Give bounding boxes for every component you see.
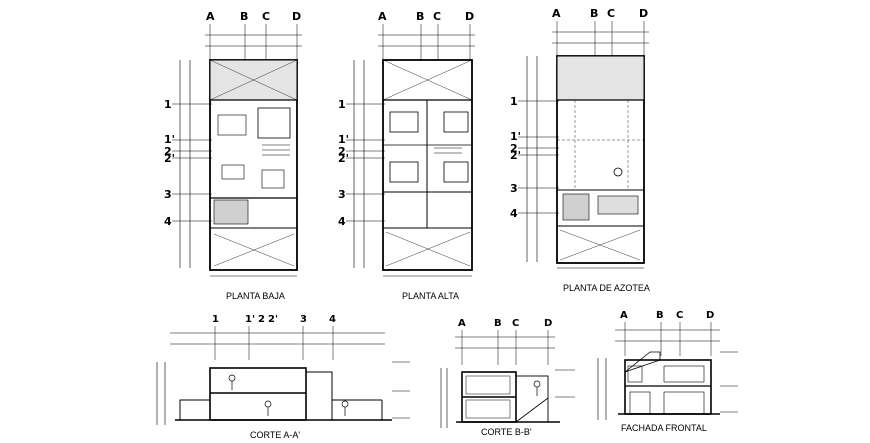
grid-label-b: B xyxy=(656,310,664,321)
grid-label-a: A xyxy=(206,10,215,23)
grid-label-d: D xyxy=(639,7,648,20)
grid-label-3: 3 xyxy=(510,182,518,195)
grid-label-b: B xyxy=(416,10,424,23)
grid-label-1p: 1' xyxy=(164,133,175,146)
caption-planta-azotea: PLANTA DE AZOTEA xyxy=(563,283,650,293)
fachada-frontal: A B C D xyxy=(597,310,738,420)
grid-label-3: 3 xyxy=(164,188,172,201)
caption-corte-aa: CORTE A-A' xyxy=(250,430,300,440)
planta-alta: A B C D 1 1' 2 2' 3 4 xyxy=(338,10,475,277)
grid-label-1: 1 xyxy=(212,314,219,325)
grid-label-c: C xyxy=(607,7,615,20)
grid-label-c: C xyxy=(262,10,270,23)
grid-label-2p: 2' xyxy=(338,152,349,165)
grid-label-a: A xyxy=(552,7,561,20)
caption-corte-bb: CORTE B-B' xyxy=(481,427,532,437)
grid-label-d: D xyxy=(465,10,474,23)
grid-label-d: D xyxy=(544,318,552,329)
grid-label-3: 3 xyxy=(338,188,346,201)
planta-azotea: A B C D 1 1' 2 2' 3 4 xyxy=(510,7,649,269)
grid-label-2p: 2' xyxy=(164,152,175,165)
grid-label-1p: 1' xyxy=(245,314,255,325)
grid-label-b: B xyxy=(494,318,502,329)
grid-label-3: 3 xyxy=(300,314,307,325)
corte-bb: A B C D xyxy=(440,318,575,428)
caption-planta-alta: PLANTA ALTA xyxy=(402,291,459,301)
grid-label-4: 4 xyxy=(510,207,518,220)
planta-baja: A B C D 1 1' 2 2' 3 4 xyxy=(164,10,302,277)
grid-label-2: 2 xyxy=(258,314,265,325)
grid-label-c: C xyxy=(433,10,441,23)
grid-label-1: 1 xyxy=(338,98,346,111)
grid-label-a: A xyxy=(378,10,387,23)
caption-planta-baja: PLANTA BAJA xyxy=(226,291,285,301)
grid-label-1p: 1' xyxy=(338,133,349,146)
caption-fachada-frontal: FACHADA FRONTAL xyxy=(621,423,707,433)
grid-label-2: 2 xyxy=(510,142,518,155)
grid-label-d: D xyxy=(706,310,714,321)
grid-label-c: C xyxy=(676,310,683,321)
grid-label-1: 1 xyxy=(510,95,518,108)
grid-label-d: D xyxy=(292,10,301,23)
grid-label-1: 1 xyxy=(164,98,172,111)
grid-label-4: 4 xyxy=(329,314,336,325)
grid-label-2p: 2' xyxy=(268,314,278,325)
grid-label-b: B xyxy=(590,7,598,20)
grid-label-c: C xyxy=(512,318,519,329)
grid-label-b: B xyxy=(240,10,248,23)
grid-label-a: A xyxy=(458,318,466,329)
grid-label-2: 2 xyxy=(338,145,346,158)
grid-label-a: A xyxy=(620,310,628,321)
corte-aa: 1 1' 2 2' 3 4 xyxy=(156,314,410,425)
grid-label-2: 2 xyxy=(164,145,172,158)
grid-label-4: 4 xyxy=(164,215,172,228)
grid-label-1p: 1' xyxy=(510,130,521,143)
grid-label-2p: 2' xyxy=(510,149,521,162)
grid-label-4: 4 xyxy=(338,215,346,228)
